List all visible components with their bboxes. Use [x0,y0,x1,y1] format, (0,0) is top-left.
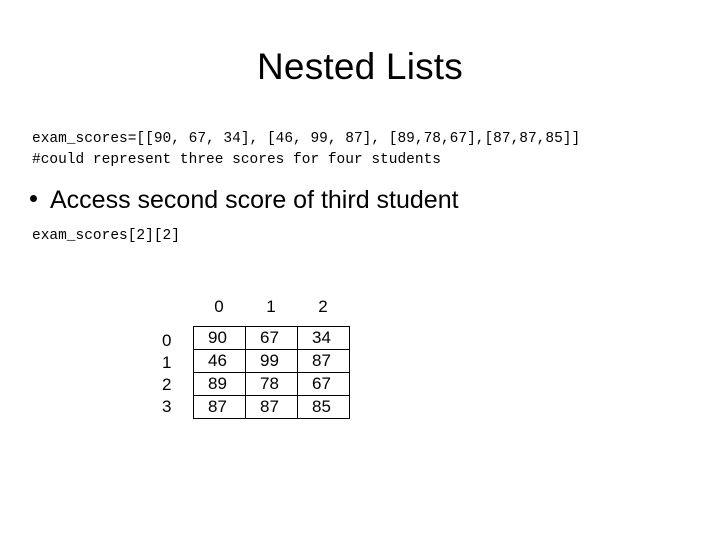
matrix-column-header: 0 [214,297,224,316]
matrix-cell: 89 [193,372,246,396]
bullet-list-item: Access second score of third student [30,185,459,215]
matrix-cell: 87 [193,395,246,419]
matrix-cell: 87 [297,349,350,373]
matrix-row-label: 2 [162,375,172,394]
matrix-cell: 99 [245,349,298,373]
bullet-dot-icon [30,195,37,202]
matrix-column-header: 2 [318,297,328,316]
code-line-comment: #could represent three scores for four s… [32,152,441,168]
matrix-cell: 90 [193,326,246,350]
matrix-column-header: 1 [266,297,276,316]
table-row: 90 67 34 [193,326,350,350]
matrix-table: 90 67 34 46 99 87 89 78 67 87 87 85 [193,326,350,419]
code-line-access-expression: exam_scores[2][2] [32,228,180,244]
table-row: 46 99 87 [193,349,350,373]
matrix-column-headers: 0 1 2 [193,296,349,318]
matrix-cell: 46 [193,349,246,373]
matrix-row-labels: 0 1 2 3 [162,330,171,418]
page-title: Nested Lists [257,46,463,87]
matrix-row-label: 1 [162,353,172,372]
matrix-cell: 67 [245,326,298,350]
table-row: 87 87 85 [193,395,350,419]
bullet-item-label: Access second score of third student [50,186,459,214]
matrix-row-label: 3 [162,397,172,416]
matrix-row-label: 0 [162,331,172,350]
code-line-declaration: exam_scores=[[90, 67, 34], [46, 99, 87],… [32,131,581,147]
matrix-cell: 85 [297,395,350,419]
matrix-cell: 67 [297,372,350,396]
table-row: 89 78 67 [193,372,350,396]
matrix-cell: 78 [245,372,298,396]
matrix-cell: 34 [297,326,350,350]
code-block: exam_scores=[[90, 67, 34], [46, 99, 87],… [32,129,692,171]
matrix-cell: 87 [245,395,298,419]
